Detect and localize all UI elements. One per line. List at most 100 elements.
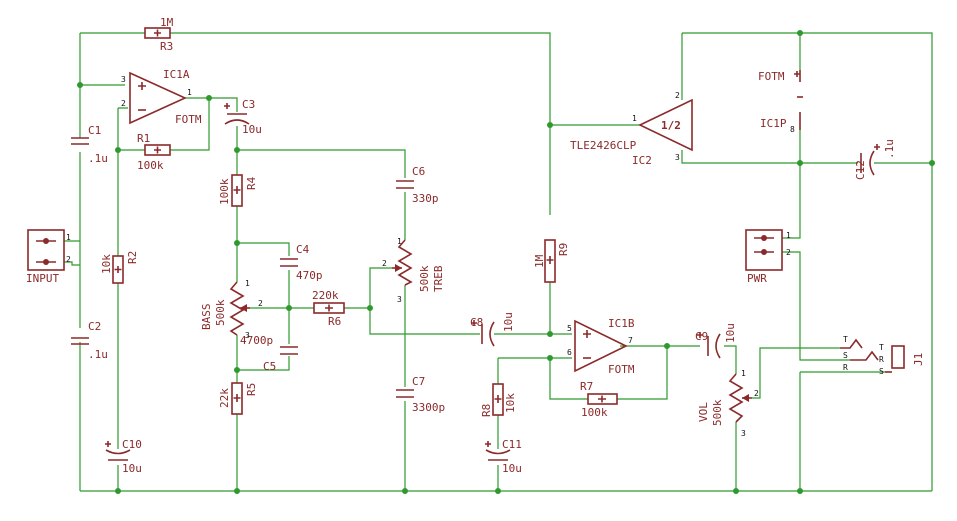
- r6-value: 220k: [312, 289, 339, 302]
- r4-value: 100k: [218, 178, 231, 205]
- junction: [402, 488, 408, 494]
- pot-volume: 1 2 3 VOL 500k: [697, 369, 759, 438]
- wire-ic2-power: [681, 33, 800, 164]
- c3-name: C3: [242, 98, 255, 111]
- junction: [547, 122, 553, 128]
- pin-label: 3: [397, 295, 402, 304]
- treble-name: TREB: [432, 265, 445, 292]
- junction: [234, 488, 240, 494]
- wire-r2-column: [117, 107, 128, 491]
- r2-value: 10k: [100, 254, 113, 274]
- c6-name: C6: [412, 165, 425, 178]
- wire-r8-column: [497, 357, 550, 491]
- pin-label: 1: [786, 231, 791, 240]
- r5-name: R5: [245, 383, 258, 396]
- r9-value: 1M: [533, 254, 546, 268]
- capacitor-c6: C6 330p: [396, 165, 439, 205]
- ic2-symbol: 1/2: [661, 119, 681, 132]
- r6-name: R6: [328, 315, 341, 328]
- pin-label: S: [843, 351, 848, 360]
- resistor-r2: 10k R2: [100, 251, 139, 284]
- c8-value: 10u: [502, 312, 515, 332]
- pin-label: 3: [121, 75, 126, 84]
- r8-value: 10k: [504, 393, 517, 413]
- pin-label: 8: [790, 125, 795, 134]
- junction: [286, 305, 292, 311]
- resistor-r6: 220k R6: [312, 289, 345, 328]
- c3-value: 10u: [242, 123, 262, 136]
- capacitor-c5: 4700p C5: [240, 334, 298, 373]
- resistor-r8: R8 10k: [480, 383, 517, 417]
- wire-r6-path: [250, 307, 480, 335]
- pin-label: 7: [628, 336, 633, 345]
- junction: [234, 147, 240, 153]
- c9-value: 10u: [724, 323, 737, 343]
- ic1a-value: FOTM: [175, 113, 202, 126]
- wire-r1-feedback: [118, 98, 210, 151]
- opamp-ic1a: 3 2 1 IC1A FOTM: [121, 68, 202, 126]
- pin-label: S: [879, 367, 884, 376]
- pin-label: 2: [258, 299, 263, 308]
- capacitor-c2: C2 .1u: [71, 320, 108, 361]
- capacitor-c9: C9 10u: [695, 323, 737, 359]
- junction: [547, 331, 553, 337]
- junction: [495, 488, 501, 494]
- ic2-rail-splitter: 1/2 1 2 3 TLE2426CLP IC2: [570, 91, 693, 167]
- pin-label: 1: [245, 279, 250, 288]
- pin-label: 5: [567, 324, 572, 333]
- r3-value: 1M: [160, 16, 174, 29]
- c10-name: C10: [122, 438, 142, 451]
- c1-name: C1: [88, 124, 101, 137]
- c7-name: C7: [412, 375, 425, 388]
- pin-label: T: [843, 335, 848, 344]
- wire-ic1b-out: [620, 345, 737, 374]
- pin-label: 2: [786, 248, 791, 257]
- capacitor-c11: C11 10u: [485, 438, 522, 475]
- pin-label: 1: [187, 88, 192, 97]
- ic2-value: TLE2426CLP: [570, 139, 637, 152]
- c4-value: 470p: [296, 269, 323, 282]
- pwr-name: PWR: [747, 272, 767, 285]
- pin-label: 3: [245, 331, 250, 340]
- pin-label: R: [879, 355, 884, 364]
- pin-label: 2: [382, 259, 387, 268]
- junction: [547, 355, 553, 361]
- ic1b-value: FOTM: [608, 363, 635, 376]
- ic1b-name: IC1B: [608, 317, 635, 330]
- pin-label: 1: [397, 237, 402, 246]
- resistor-r1: R1 100k: [137, 132, 171, 172]
- junction: [797, 30, 803, 36]
- c2-name: C2: [88, 320, 101, 333]
- c12-name: C12: [854, 160, 867, 180]
- wire-input-jack: [64, 240, 80, 266]
- c11-name: C11: [502, 438, 522, 451]
- pin-label: 6: [567, 348, 572, 357]
- pot-treble: 1 2 3 500k TREB: [382, 237, 445, 304]
- c9-name: C9: [695, 330, 708, 343]
- wires: [64, 32, 933, 492]
- junction: [797, 488, 803, 494]
- input-name: INPUT: [26, 272, 59, 285]
- pin-label: 3: [675, 153, 680, 162]
- ic1p-value: FOTM: [758, 70, 785, 83]
- resistor-r7: R7 100k: [580, 380, 618, 419]
- wire-ic1b-plus: [494, 282, 572, 335]
- junction: [115, 488, 121, 494]
- ic1p-name: IC1P: [760, 117, 787, 130]
- junction: [77, 82, 83, 88]
- wire-ic1p-column: [782, 33, 801, 239]
- wire-pwr-pin2: [782, 251, 850, 361]
- pin-label: 2: [121, 99, 126, 108]
- c5-value: 4700p: [240, 334, 273, 347]
- pin-label: R: [843, 363, 848, 372]
- opamp-ic1p-power: 8 FOTM IC1P: [758, 70, 803, 134]
- resistor-r5: 22k R5: [218, 382, 258, 415]
- resistor-r4: 100k R4: [218, 174, 258, 207]
- junction: [797, 160, 803, 166]
- pin-label: 1: [632, 114, 637, 123]
- r7-value: 100k: [581, 406, 608, 419]
- c5-name: C5: [263, 360, 276, 373]
- bass-value: 500k: [214, 299, 227, 326]
- r2-name: R2: [126, 251, 139, 264]
